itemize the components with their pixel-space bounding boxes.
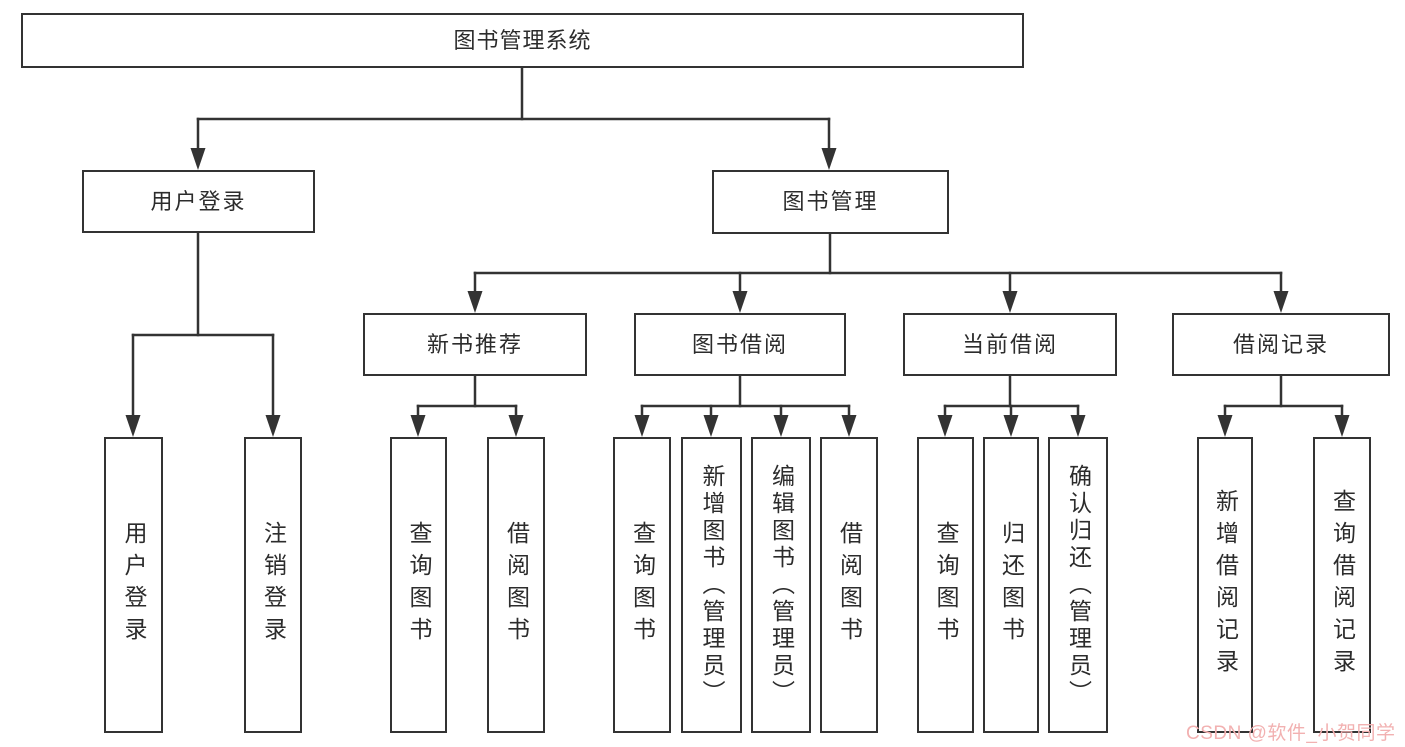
leaf-query-borrow-record-label: 查询借阅记录 <box>1329 489 1356 681</box>
node-book-borrowing-label: 图书借阅 <box>691 331 788 357</box>
node-book-management-label: 图书管理 <box>782 189 879 214</box>
node-book-borrowing: 图书借阅 <box>634 313 846 376</box>
leaf-user-login: 用户登录 <box>104 437 163 733</box>
node-root-label: 图书管理系统 <box>453 27 592 53</box>
node-user-login-label: 用户登录 <box>150 188 247 214</box>
leaf-query-books-current: 查询图书 <box>917 437 974 733</box>
leaf-add-book-admin-label: 新增图书（管理员） <box>699 463 725 707</box>
leaf-add-book-admin: 新增图书（管理员） <box>681 437 742 733</box>
node-user-login: 用户登录 <box>82 170 315 233</box>
leaf-return-book: 归还图书 <box>983 437 1039 733</box>
leaf-borrow-books-recommend-label: 借阅图书 <box>503 521 530 649</box>
node-borrow-records-label: 借阅记录 <box>1232 331 1329 357</box>
leaf-logout: 注销登录 <box>244 437 302 733</box>
node-new-book-recommend: 新书推荐 <box>363 313 587 376</box>
node-current-borrowing-label: 当前借阅 <box>961 331 1058 357</box>
leaf-query-books-recommend-label: 查询图书 <box>406 521 432 649</box>
leaf-add-borrow-record-label: 新增借阅记录 <box>1212 489 1239 681</box>
node-book-management: 图书管理 <box>712 170 949 234</box>
leaf-edit-book-admin-label: 编辑图书（管理员） <box>768 463 795 707</box>
leaf-borrow-books-recommend: 借阅图书 <box>487 437 545 733</box>
leaf-query-books-borrowing: 查询图书 <box>613 437 671 733</box>
leaf-borrow-books-label: 借阅图书 <box>836 521 863 649</box>
leaf-user-login-label: 用户登录 <box>121 521 147 649</box>
leaf-query-books-borrowing-label: 查询图书 <box>629 521 656 649</box>
node-root: 图书管理系统 <box>21 13 1024 68</box>
leaf-query-books-current-label: 查询图书 <box>933 521 959 649</box>
leaf-query-books-recommend: 查询图书 <box>390 437 447 733</box>
leaf-add-borrow-record: 新增借阅记录 <box>1197 437 1253 733</box>
leaf-return-book-label: 归还图书 <box>998 521 1025 649</box>
leaf-confirm-return-admin: 确认归还（管理员） <box>1048 437 1108 733</box>
node-new-book-recommend-label: 新书推荐 <box>426 331 523 357</box>
watermark: CSDN @软件_小贺同学 <box>1186 723 1396 744</box>
node-current-borrowing: 当前借阅 <box>903 313 1117 376</box>
leaf-query-borrow-record: 查询借阅记录 <box>1313 437 1371 733</box>
leaf-borrow-books: 借阅图书 <box>820 437 878 733</box>
leaf-confirm-return-admin-label: 确认归还（管理员） <box>1065 463 1092 707</box>
leaf-edit-book-admin: 编辑图书（管理员） <box>751 437 811 733</box>
leaf-logout-label: 注销登录 <box>260 521 287 649</box>
node-borrow-records: 借阅记录 <box>1172 313 1390 376</box>
